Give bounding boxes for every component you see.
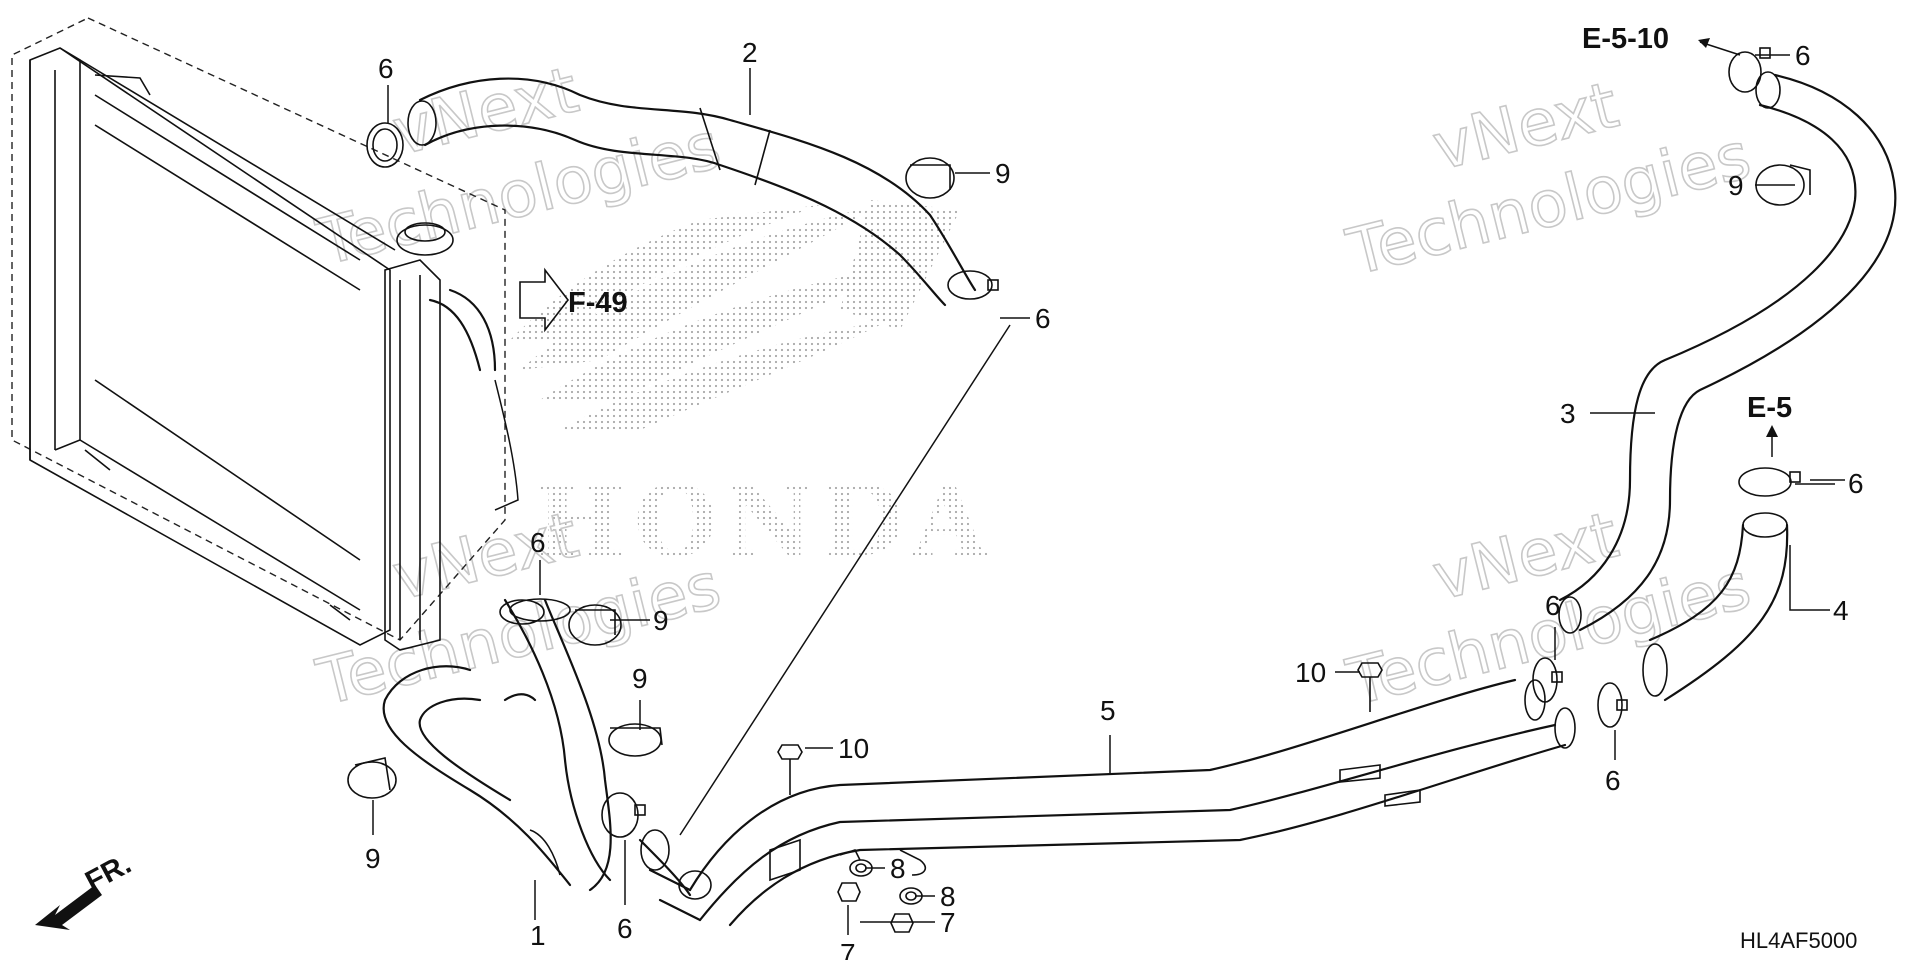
hose-clamps-6 — [366, 47, 1801, 838]
callout-9: 9 — [653, 605, 669, 636]
callout-6: 6 — [1605, 765, 1621, 796]
lower-radiator-hose — [382, 379, 692, 897]
callout-9: 9 — [1728, 170, 1744, 201]
e510-arrow-icon — [1698, 38, 1710, 48]
callout-6: 6 — [1545, 590, 1561, 621]
callout-2: 2 — [742, 37, 758, 68]
honda-wing-logo: HONDA — [510, 200, 995, 578]
hose-3 — [1558, 71, 1897, 634]
callout-3: 3 — [1560, 398, 1576, 429]
front-arrow-icon — [35, 885, 102, 930]
callout-4: 4 — [1833, 595, 1849, 626]
callout-6: 6 — [378, 53, 394, 84]
callout-10: 10 — [1295, 657, 1326, 688]
leader-lines — [372, 41, 1845, 935]
ref-f49: F-49 — [568, 287, 628, 319]
callout-9: 9 — [365, 843, 381, 874]
diagram-code: HL4AF5000 — [1740, 928, 1857, 953]
fasteners — [777, 662, 1383, 933]
callout-9: 9 — [632, 663, 648, 694]
honda-logo-text: HONDA — [535, 465, 995, 578]
f49-arrow-icon — [519, 267, 570, 333]
callout-7: 7 — [940, 907, 956, 938]
callout-5: 5 — [1100, 695, 1116, 726]
callout-numbers: 1 2 3 4 5 6 6 6 6 6 6 6 6 7 7 8 8 9 9 9 … — [365, 37, 1864, 960]
ref-e510: E-5-10 — [1582, 23, 1669, 55]
hose-clamps-9 — [347, 157, 1811, 799]
e5-arrow-icon — [1766, 425, 1778, 437]
upper-radiator-hose — [407, 77, 1011, 836]
hose-4 — [1642, 512, 1789, 702]
water-pipe-5 — [648, 678, 1576, 927]
radiator-assembly — [11, 17, 506, 651]
callout-8: 8 — [940, 881, 956, 912]
radiator-cap — [396, 224, 454, 256]
callout-6: 6 — [1795, 40, 1811, 71]
callout-6: 6 — [1848, 468, 1864, 499]
callout-9: 9 — [995, 158, 1011, 189]
callout-1: 1 — [530, 920, 546, 951]
arrows — [35, 38, 1778, 930]
callout-8: 8 — [890, 853, 906, 884]
callout-10: 10 — [838, 733, 869, 764]
ref-e5: E-5 — [1747, 392, 1792, 424]
callout-7: 7 — [840, 938, 856, 960]
callout-6: 6 — [617, 913, 633, 944]
callout-6: 6 — [530, 527, 546, 558]
callout-6: 6 — [1035, 303, 1051, 334]
